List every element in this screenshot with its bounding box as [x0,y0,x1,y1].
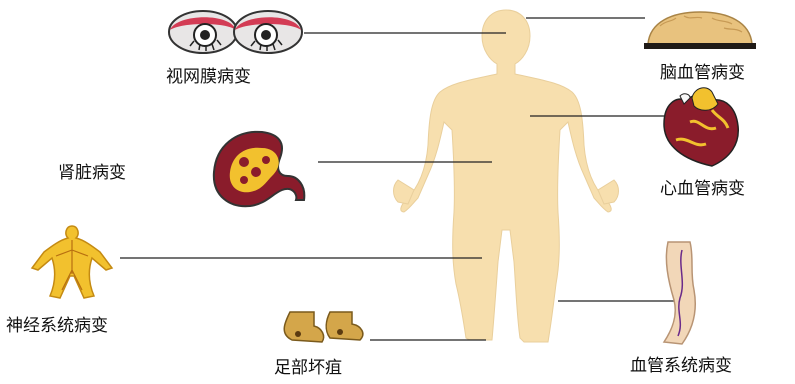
label-foot-gangrene: 足部坏疽 [274,353,342,378]
feet-icon [284,312,363,342]
label-vascular: 血管系统病变 [630,351,732,376]
label-cerebrovascular: 脑血管病变 [660,58,745,83]
left-eye-icon [169,11,237,53]
right-eye-icon [234,11,302,53]
eyes-icon [169,11,302,53]
brain-icon [644,12,756,49]
nervous-system-icon [32,226,112,298]
heart-icon [664,88,738,166]
label-retinopathy: 视网膜病变 [166,62,251,87]
label-nephropathy: 肾脏病变 [58,158,126,183]
human-body-figure [394,10,619,342]
label-cardiovascular: 心血管病变 [660,174,745,199]
label-neuropathy: 神经系统病变 [6,311,108,336]
body-silhouette [401,10,611,342]
leg-icon [664,242,695,344]
kidney-icon [214,132,304,206]
